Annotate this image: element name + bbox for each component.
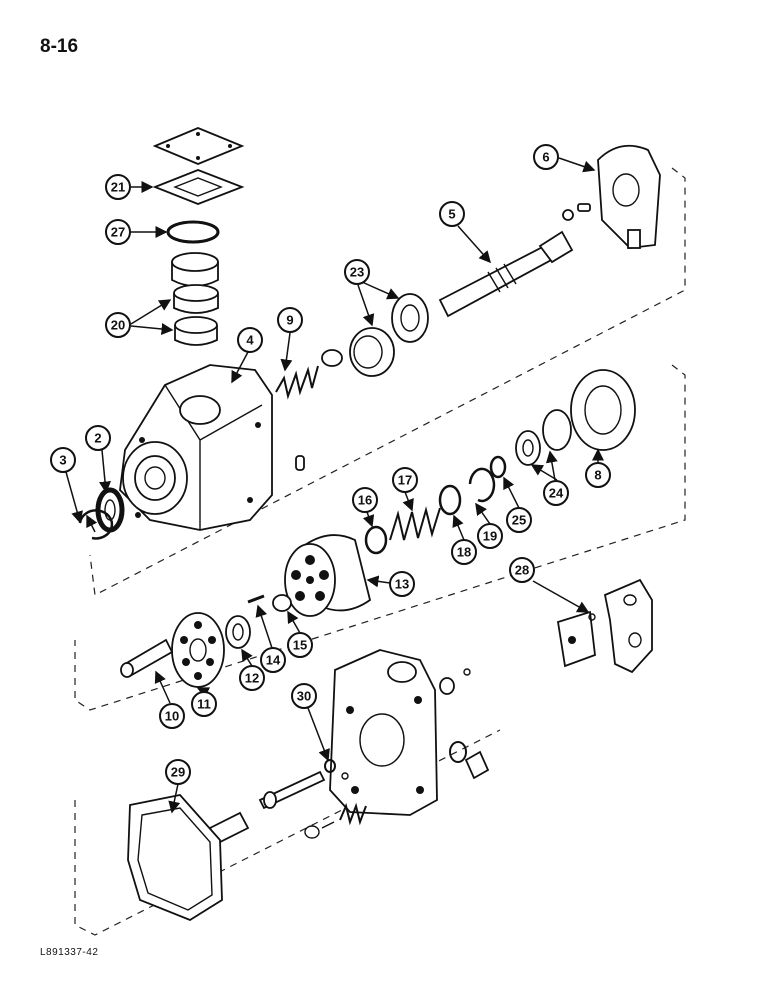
bearing-12: [225, 615, 251, 649]
svg-text:12: 12: [245, 671, 259, 686]
end-cap-fittings: [439, 668, 490, 780]
gasket: [152, 169, 245, 205]
callout-30: 30: [291, 683, 317, 709]
callout-11: 11: [191, 691, 217, 717]
spring-9: [275, 365, 319, 400]
svg-text:25: 25: [512, 513, 526, 528]
svg-text:13: 13: [395, 577, 409, 592]
part-15: [272, 594, 292, 612]
svg-text:21: 21: [111, 180, 125, 195]
callout-8: 8: [585, 462, 611, 488]
drive-shaft: [438, 230, 574, 318]
bearing-23: [349, 293, 429, 377]
svg-text:15: 15: [293, 638, 307, 653]
svg-text:6: 6: [542, 150, 549, 165]
svg-text:30: 30: [297, 689, 311, 704]
svg-text:23: 23: [350, 265, 364, 280]
valve-springs: [304, 772, 367, 839]
o-ring: [166, 220, 220, 244]
cover-plate: [152, 127, 245, 165]
spring-17: [389, 506, 441, 541]
svg-text:11: 11: [197, 697, 211, 712]
piston: [120, 638, 174, 678]
small-o-ring: [588, 613, 596, 621]
callout-16: 16: [352, 487, 378, 513]
svg-text:28: 28: [515, 563, 529, 578]
small-ball: [562, 209, 574, 221]
pin-14: [247, 594, 265, 604]
callout-6: 6: [533, 144, 559, 170]
dowel-pin: [295, 455, 305, 471]
svg-text:10: 10: [165, 709, 179, 724]
bearing-set: [171, 252, 219, 346]
callout-28: 28: [509, 557, 535, 583]
callout-21: 21: [105, 174, 131, 200]
leader-lines: [65, 157, 604, 814]
svg-text:29: 29: [171, 765, 185, 780]
snap-ring: [78, 509, 114, 540]
svg-text:16: 16: [358, 493, 372, 508]
large-gasket: [127, 794, 223, 922]
ring-25: [489, 455, 507, 479]
callout-24: 24: [543, 480, 569, 506]
svg-text:18: 18: [457, 545, 471, 560]
callout-19: 19: [477, 523, 503, 549]
drawing-code: L891337-42: [40, 947, 99, 958]
end-cap: [329, 649, 438, 816]
page-number: 8-16: [40, 36, 79, 57]
callout-25: 25: [506, 507, 532, 533]
callout-2: 2: [85, 425, 111, 451]
callout-10: 10: [159, 703, 185, 729]
callout-4: 4: [237, 327, 263, 353]
spring-seat: [321, 349, 343, 367]
pump-housing: [119, 364, 273, 531]
snap-ring-19: [468, 467, 496, 503]
small-pin: [577, 203, 591, 212]
cylinder-block: [284, 534, 372, 617]
bearing-24: [515, 409, 572, 466]
callout-5: 5: [439, 201, 465, 227]
callout-15: 15: [287, 632, 313, 658]
svg-text:4: 4: [246, 333, 254, 348]
svg-text:2: 2: [94, 431, 101, 446]
callout-27: 27: [105, 219, 131, 245]
svg-text:9: 9: [286, 313, 293, 328]
callout-9: 9: [277, 307, 303, 333]
washer-18: [438, 484, 462, 516]
swashplate: [597, 144, 661, 249]
svg-text:20: 20: [111, 318, 125, 333]
washer-16: [364, 525, 388, 555]
callout-23: 23: [344, 259, 370, 285]
svg-text:19: 19: [483, 529, 497, 544]
port-plate: [570, 369, 636, 451]
svg-text:17: 17: [398, 473, 412, 488]
callout-20: 20: [105, 312, 131, 338]
svg-text:27: 27: [111, 225, 125, 240]
control-valve: [556, 578, 653, 674]
svg-text:14: 14: [266, 653, 281, 668]
valve-spool: [208, 770, 326, 845]
retainer-plate: [171, 612, 225, 688]
ring-30: [324, 759, 336, 773]
callout-17: 17: [392, 467, 418, 493]
callout-13: 13: [389, 571, 415, 597]
callout-29: 29: [165, 759, 191, 785]
callout-14: 14: [260, 647, 286, 673]
svg-text:5: 5: [448, 207, 455, 222]
svg-text:24: 24: [549, 486, 564, 501]
svg-text:8: 8: [594, 468, 601, 483]
callout-12: 12: [239, 665, 265, 691]
callout-18: 18: [451, 539, 477, 565]
svg-text:3: 3: [59, 453, 66, 468]
callout-3: 3: [50, 447, 76, 473]
assembly-guide-lines: [74, 167, 686, 936]
